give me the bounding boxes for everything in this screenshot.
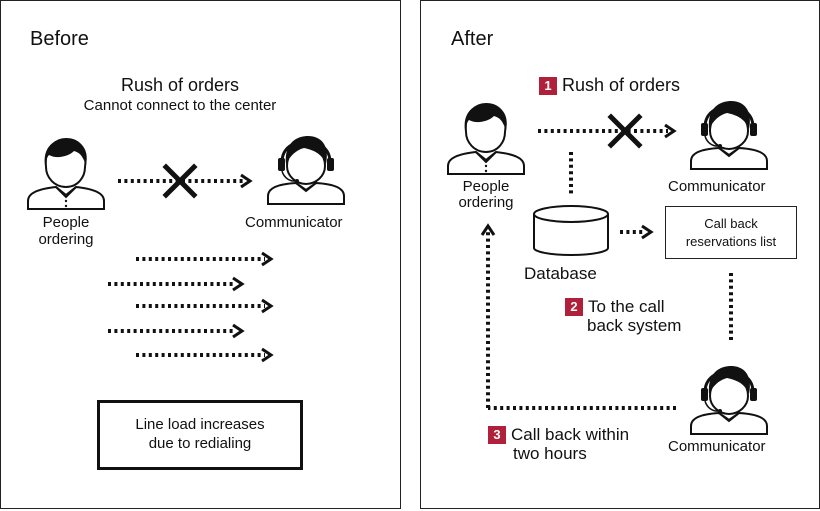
step1-badge: 1 (539, 77, 557, 95)
after-heading: After (451, 28, 494, 50)
after-people-label-line2: ordering (458, 194, 514, 211)
step3-badge: 3 (488, 426, 506, 444)
step2-text-line2: back system (587, 316, 682, 335)
step3-text-line1: Call back within (511, 425, 630, 444)
step3-text-line2: two hours (513, 444, 587, 463)
callback-list-line2: reservations list (685, 234, 777, 249)
before-communicator-label: Communicator (245, 214, 343, 231)
redial-arrows (108, 251, 274, 363)
database-label: Database (524, 264, 597, 283)
line-load-line1: Line load increases (135, 416, 265, 433)
after-people-label-line1: People (462, 178, 510, 195)
call-back-path (480, 223, 676, 410)
after-blocked-arrow (538, 123, 677, 139)
before-person-icon (27, 137, 105, 210)
step2-text-line1: To the call (588, 297, 665, 316)
callback-list-line1: Call back (704, 216, 758, 231)
after-communicator-top-label: Communicator (668, 178, 766, 195)
step2-badge: 2 (565, 298, 583, 316)
cannot-connect-label: Cannot connect to the center (83, 97, 277, 114)
line-load-line2: due to redialing (148, 435, 252, 452)
line-load-box: Line load increases due to redialing (97, 400, 303, 470)
before-rush-label: Rush of orders (120, 75, 240, 95)
before-blocked-arrow (118, 173, 253, 189)
step1-text: Rush of orders (562, 75, 681, 95)
before-people-label-line1: People (42, 214, 90, 231)
after-communicator-bottom-label: Communicator (668, 438, 766, 455)
before-heading: Before (30, 28, 89, 50)
step1-label: 1 Rush of orders (539, 76, 680, 95)
before-people-label-line2: ordering (38, 231, 94, 248)
after-person-icon (447, 102, 525, 175)
callback-list-box: Call back reservations list (665, 206, 797, 259)
after-top-headset-operator-icon (689, 99, 769, 171)
before-headset-operator-icon (266, 134, 346, 206)
step3-label: 3 Call back within two hours (488, 425, 629, 463)
database-cylinder-icon (533, 205, 609, 256)
step2-label: 2 To the call back system (565, 297, 681, 335)
database-to-list-arrow (620, 224, 654, 240)
after-bottom-headset-operator-icon (689, 364, 769, 436)
